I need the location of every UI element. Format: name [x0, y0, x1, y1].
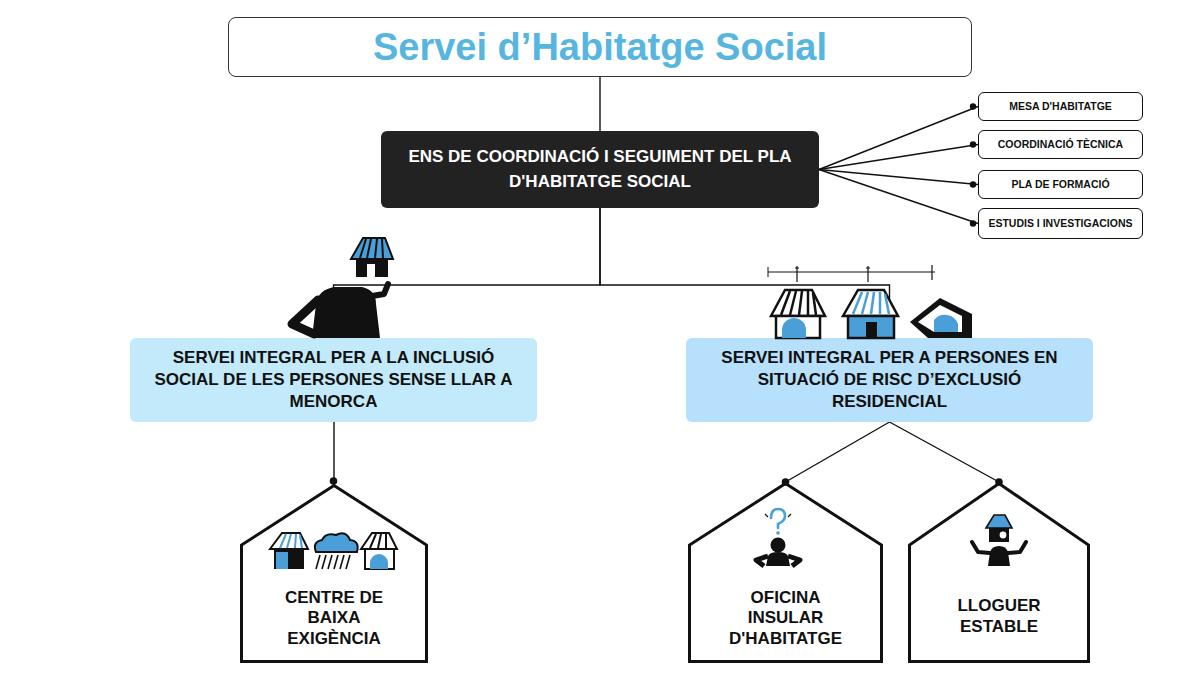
house-shape — [242, 486, 427, 662]
roof — [351, 238, 393, 259]
dot — [970, 103, 976, 109]
component-box: PLA DE FORMACIÓ — [978, 170, 1143, 199]
node-label: MESA D'HABITATGE — [1009, 100, 1112, 112]
door — [866, 322, 877, 338]
person-house-icon — [292, 238, 393, 338]
house-shape — [690, 484, 882, 662]
node-label: Servei d’Habitatge Social — [373, 26, 827, 69]
house-body — [848, 316, 894, 338]
connector-line — [333, 422, 334, 484]
question-person-icon — [756, 509, 800, 566]
node-label: ENS DE COORDINACIÓ I SEGUIMENT DEL PLA D… — [400, 145, 800, 194]
house-outline — [908, 482, 1090, 663]
door — [367, 264, 375, 277]
arms — [972, 542, 1026, 553]
arm — [372, 284, 388, 296]
service-box: SERVEI INTEGRAL PER A PERSONES EN SITUAC… — [686, 338, 1093, 422]
house-body — [274, 549, 304, 569]
question-mark — [771, 509, 785, 528]
roof-stripes — [853, 292, 889, 314]
roof-stripes — [360, 239, 383, 258]
house-body — [989, 528, 1009, 542]
peg — [795, 266, 799, 282]
roof — [361, 533, 397, 549]
title-box: Servei d’Habitatge Social — [228, 17, 972, 77]
dot — [970, 220, 976, 226]
torso — [766, 552, 790, 566]
house-node: CENTRE DE BAIXA EXIGÈNCIA — [240, 484, 428, 663]
coordination-box: ENS DE COORDINACIÓ I SEGUIMENT DEL PLA D… — [381, 131, 819, 208]
connector-line — [600, 208, 890, 338]
connector-line — [786, 422, 890, 482]
house-body — [776, 316, 820, 338]
arm — [292, 300, 318, 334]
tilted-house-inner — [918, 305, 962, 332]
roof — [843, 290, 898, 316]
node-label: LLOGUER ESTABLE — [944, 596, 1054, 637]
node-label: SERVEI INTEGRAL PER A PERSONES EN SITUAC… — [704, 347, 1076, 412]
dot — [970, 141, 976, 147]
connector-dots — [330, 103, 1003, 486]
rain — [316, 555, 350, 569]
node-label: CENTRE DE BAIXA EXIGÈNCIA — [269, 588, 399, 649]
node-label: COORDINACIÓ TÈCNICA — [998, 138, 1123, 150]
dot — [995, 478, 1003, 486]
rent-person-icon — [972, 515, 1026, 566]
arms — [756, 556, 800, 566]
node-label: SERVEI INTEGRAL PER A LA INCLUSIÓ SOCIAL… — [148, 347, 520, 412]
roof — [771, 290, 825, 316]
head — [771, 538, 786, 553]
sparks — [765, 514, 791, 517]
dot — [970, 181, 976, 187]
cloud — [315, 533, 358, 552]
torso — [988, 546, 1010, 566]
node-label: ESTUDIS I INVESTIGACIONS — [988, 217, 1132, 229]
torso — [312, 287, 380, 338]
shelter-icons — [270, 533, 397, 569]
connector-line — [334, 208, 601, 338]
house-node: OFICINA INSULAR D'HABITATGE — [688, 482, 883, 663]
tilted-house-door — [934, 315, 958, 332]
tilted-house — [910, 298, 972, 338]
clothesline-icon — [768, 265, 972, 338]
connector-line — [890, 422, 1000, 482]
coin — [1000, 532, 1007, 539]
node-label: OFICINA INSULAR D'HABITATGE — [723, 588, 848, 649]
connector-line — [819, 145, 978, 170]
dot — [782, 478, 790, 486]
component-box: COORDINACIÓ TÈCNICA — [978, 130, 1143, 159]
roof — [986, 515, 1012, 528]
peg — [866, 266, 870, 282]
connector-line — [599, 77, 600, 131]
line — [768, 272, 935, 273]
door — [782, 318, 806, 338]
component-box: MESA D'HABITATGE — [978, 92, 1143, 121]
house-shape — [910, 484, 1089, 662]
connector-line — [819, 107, 978, 170]
house-node: LLOGUER ESTABLE — [908, 482, 1090, 663]
house-body — [365, 549, 394, 569]
node-label: PLA DE FORMACIÓ — [1011, 178, 1109, 190]
connector-line — [819, 170, 978, 224]
house-body — [356, 258, 388, 277]
dot — [330, 477, 338, 485]
service-box: SERVEI INTEGRAL PER A LA INCLUSIÓ SOCIAL… — [130, 338, 537, 422]
roof — [270, 533, 308, 549]
component-box: ESTUDIS I INVESTIGACIONS — [978, 208, 1143, 239]
roof-stripes — [781, 291, 816, 315]
